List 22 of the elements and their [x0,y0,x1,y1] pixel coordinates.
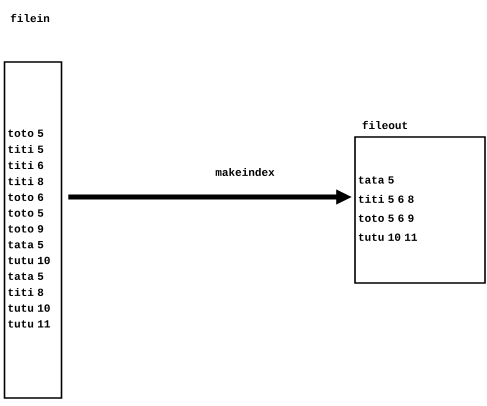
file-box: toto 5 titi 5 titi 6 titi 8 toto 6 toto 5 toto 9 tata 5 tutu 10 tata 5 titi 8 tutu 10 tutu 11 [4,61,62,399]
node-label: titi 8 [8,177,44,186]
node-label: tutu 10 [8,256,50,264]
node-label: toto 5 [8,130,44,137]
node-label: titi 6 [8,161,44,170]
edge-label: makeindex [216,168,274,176]
node-label: tutu 10 [8,304,50,312]
node-label: tutu 11 [8,320,50,328]
node-label: titi 5 6 8 [358,194,414,203]
file-box: tata 5 titi 5 6 8 toto 5 6 9 tutu 10 11 [354,136,486,284]
node-label: titi 8 [8,288,44,296]
file-heading: fileout [362,120,408,130]
node-label: tutu 10 11 [358,233,417,241]
node-label: toto 5 6 9 [358,214,414,222]
file-heading: filein [10,14,50,22]
node-label: tata 5 [8,272,44,280]
node-label: toto 6 [8,194,44,201]
node-label: tata 5 [8,240,44,248]
node-label: toto 9 [8,225,44,233]
node-label: tata 5 [358,176,394,184]
node-label: toto 5 [8,209,44,217]
node-label: titi 5 [8,144,44,154]
